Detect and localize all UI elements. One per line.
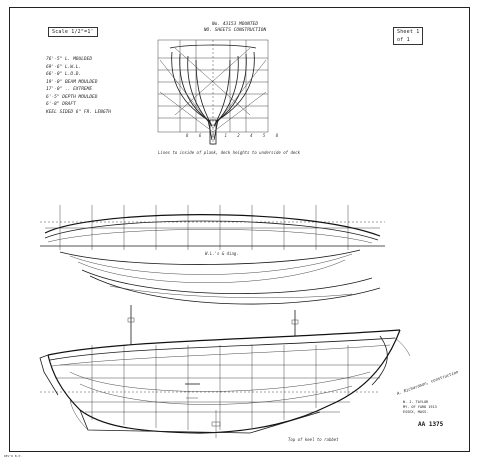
dimension-item: 76'-5" L. MOULDED xyxy=(46,57,93,62)
station-numbers: 8 6 4 1 2 4 5 8 xyxy=(186,133,283,138)
title-line-2: NO. SHEETS CONSTRUCTION xyxy=(203,28,267,33)
profile-plan xyxy=(39,305,411,438)
sheet-number-label: Sheet 1 of 1 xyxy=(393,27,424,45)
dimension-item: 69'-6" L.W.L. xyxy=(46,64,82,70)
plan-number: AA 1375 xyxy=(418,421,444,428)
half-breadth-plan xyxy=(40,205,385,305)
dimension-item: 19'-0" BEAM MOULDED xyxy=(46,79,98,85)
dimension-item: 66'-0" L.O.D. xyxy=(46,72,82,77)
body-plan xyxy=(157,39,269,145)
stamp-line-2: MY. OF YARD 1913 xyxy=(403,405,437,409)
keel-caption: Top of keel to rabbet xyxy=(288,437,339,442)
sheet-border xyxy=(9,7,470,452)
sheet-label-2: of 1 xyxy=(397,37,410,43)
principal-dimensions: 76'-5" L. MOULDED 69'-6" L.W.L. 66'-0" L… xyxy=(46,56,111,116)
body-plan-caption: Lines to inside of plank, deck heights t… xyxy=(158,150,301,155)
dimension-item: 6'-5" DEPTH MOULDED xyxy=(46,94,98,100)
dimension-item: 17'-0" .. EXTREME xyxy=(46,87,93,92)
sheet-label-1: Sheet 1 xyxy=(397,29,420,35)
scale-label: Scale 1/2"=1' xyxy=(48,27,98,37)
drawing-title: No. 43153 MOUNTED NO. SHEETS CONSTRUCTIO… xyxy=(175,22,295,34)
corner-note: REV'D B.P. xyxy=(4,454,23,458)
lines-plan-caption: W.L.'s & diag. xyxy=(205,251,239,256)
approval-stamp: W. J. TAYLOR MY. OF YARD 1913 ESSEX, MAS… xyxy=(403,400,437,415)
title-line-1: No. 43153 MOUNTED xyxy=(211,22,259,27)
stamp-line-3: ESSEX, MASS. xyxy=(403,410,429,414)
stamp-line-1: W. J. TAYLOR xyxy=(403,400,429,404)
dimension-item: KEEL SIDED 6" FR. LENGTH xyxy=(46,109,112,115)
dimension-item: 6'-8" DRAFT xyxy=(46,102,76,107)
